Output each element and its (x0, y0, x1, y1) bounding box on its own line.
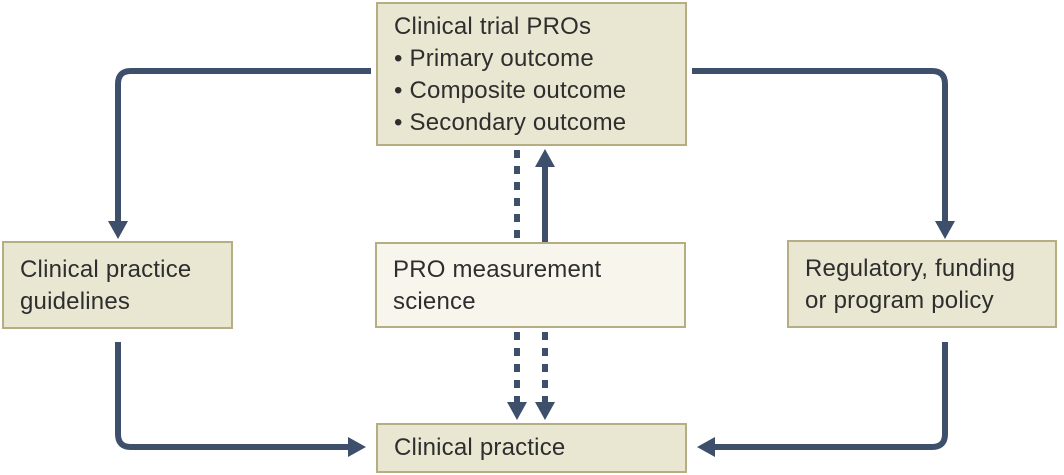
box-clinical-trial-pros: Clinical trial PROs Primary outcome Comp… (376, 2, 687, 146)
box-regulatory-funding-policy-label: Regulatory, funding or program policy (805, 255, 1016, 314)
arrowhead-guidelines-to-practice (348, 437, 366, 457)
box-clinical-practice: Clinical practice (376, 423, 687, 473)
arrow-pros-to-policy (692, 68, 948, 223)
arrowhead-pros-to-policy (935, 221, 955, 239)
arrowhead-policy-to-practice (697, 437, 715, 457)
box-clinical-practice-guidelines: Clinical practice guidelines (2, 241, 233, 329)
arrow-policy-to-practice (713, 342, 948, 450)
box-pro-measurement-science: PRO measurement science (375, 242, 686, 328)
box-clinical-practice-guidelines-label: Clinical practice guidelines (20, 256, 192, 315)
box-clinical-trial-pros-title: Clinical trial PROs (394, 13, 592, 40)
dashed-arrowhead-science-to-practice-2 (535, 402, 555, 420)
box-regulatory-funding-policy: Regulatory, funding or program policy (787, 240, 1057, 328)
dashed-arrowhead-science-to-practice-1 (507, 402, 527, 420)
bullet-primary-outcome: Primary outcome (394, 43, 669, 75)
box-pro-measurement-science-label: PRO measurement science (393, 256, 602, 315)
arrowhead-science-to-pros (535, 149, 555, 167)
arrow-guidelines-to-practice (115, 342, 350, 450)
arrowhead-pros-to-guidelines (108, 221, 128, 239)
arrow-pros-to-guidelines (115, 68, 371, 223)
bullet-secondary-outcome: Secondary outcome (394, 107, 669, 139)
bullet-composite-outcome: Composite outcome (394, 75, 669, 107)
box-clinical-practice-label: Clinical practice (394, 434, 566, 461)
